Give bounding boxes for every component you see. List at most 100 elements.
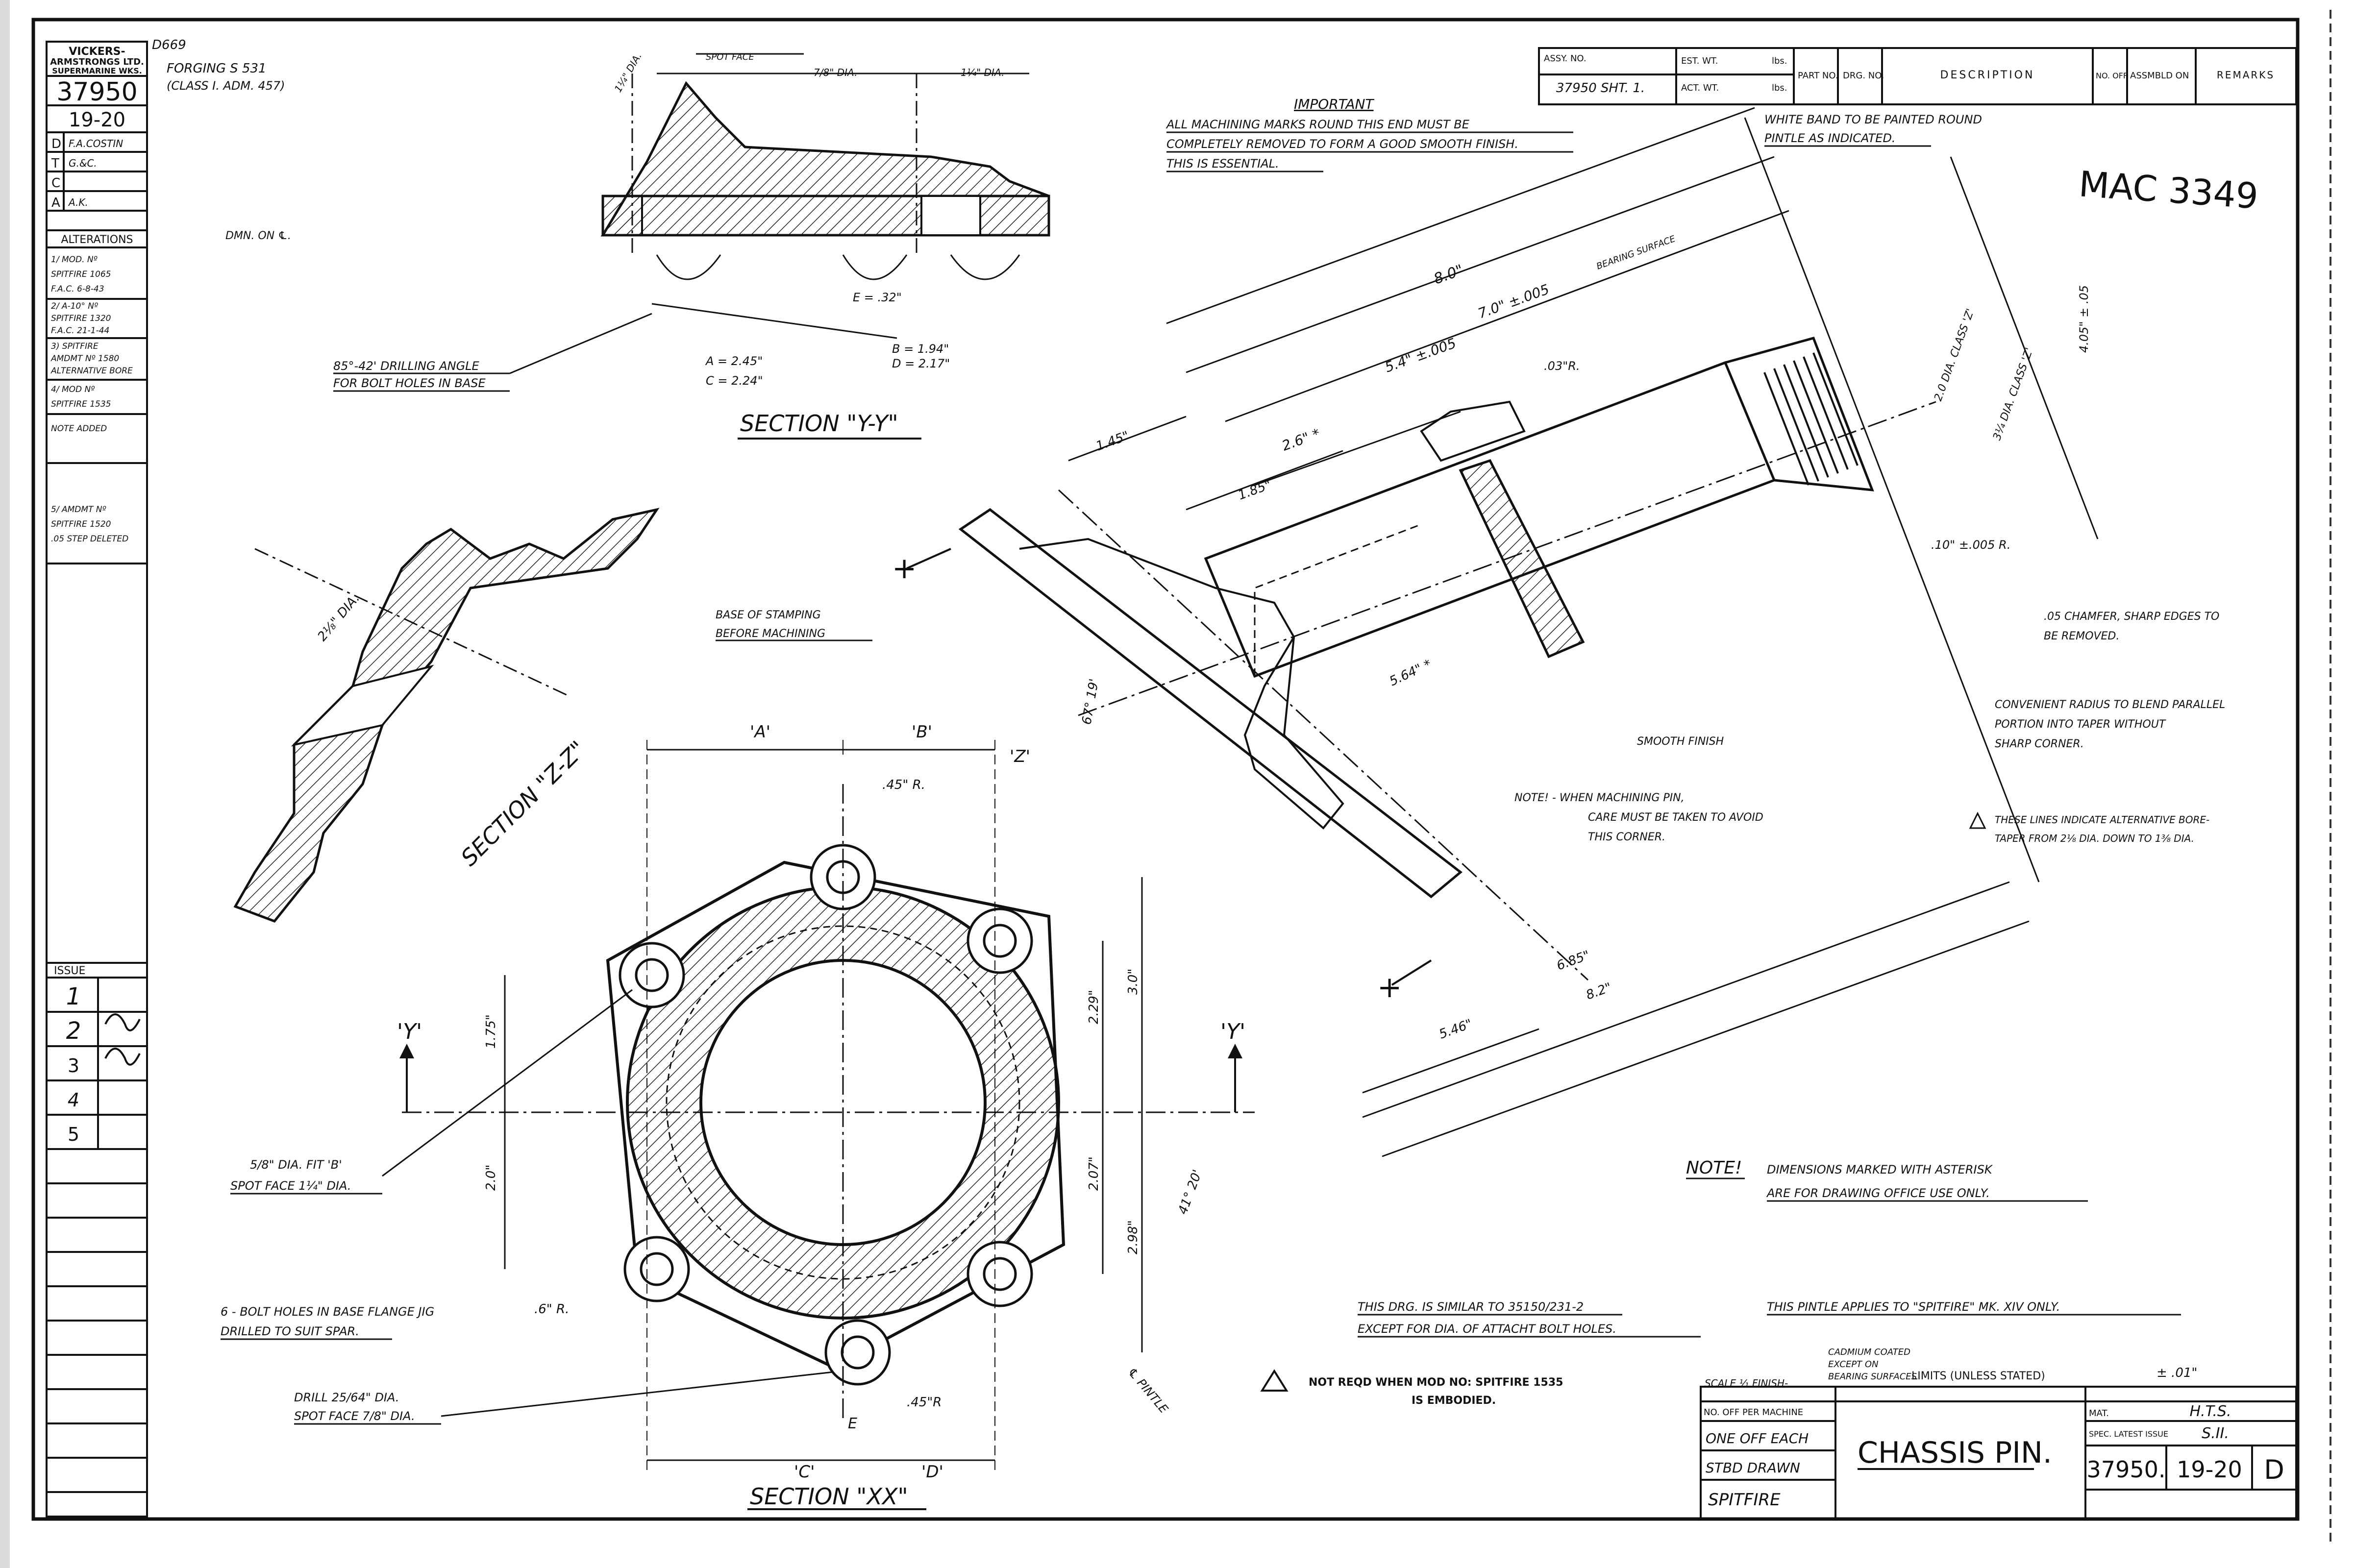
- est-wt-lbs: lbs.: [1772, 56, 1787, 66]
- alteration-2-line1: 2/ A-10° Nº: [51, 301, 98, 311]
- y-label-right: 'Y': [1220, 1019, 1245, 1044]
- dim-03r: .03"R.: [1544, 359, 1580, 373]
- signoff-name-a: A.K.: [68, 196, 88, 208]
- bolt-holes-line2: DRILLED TO SUIT SPAR.: [221, 1324, 359, 1338]
- dim-1-25-right: 1¹⁄₄" DIA.: [961, 67, 1004, 78]
- part-no-label: PART NO.: [1798, 71, 1838, 81]
- dim-2-98: 2.98": [1126, 1220, 1140, 1254]
- dim-5-64: 5.64" *: [1387, 657, 1434, 689]
- stbd-drawn: STBD DRAWN: [1706, 1460, 1800, 1476]
- left-strip: [46, 41, 148, 1518]
- issue-1: 1: [66, 983, 81, 1010]
- strip-sheet-ref: 19-20: [69, 109, 125, 131]
- white-band-line1: WHITE BAND TO BE PAINTED ROUND: [1764, 113, 1982, 126]
- dim-dia-20: 2.0 DIA. CLASS 'Z': [1932, 307, 1977, 403]
- spot-face-b-line1: 5/8" DIA. FIT 'B': [250, 1158, 342, 1172]
- drg-no-label: DRG. NO.: [1843, 71, 1884, 81]
- one-off-each: ONE OFF EACH: [1706, 1430, 1809, 1446]
- drawing-ref: D669: [152, 38, 186, 52]
- dim-41-20: 41° 20': [1175, 1168, 1205, 1216]
- e-value: E = .32": [853, 291, 902, 304]
- alteration-5-line3: .05 STEP DELETED: [51, 534, 128, 544]
- d-value: D = 2.17": [892, 357, 950, 370]
- limits-value: ± .01": [2157, 1366, 2197, 1380]
- dim-6r: .6" R.: [534, 1302, 569, 1317]
- asterisk-note-line2: ARE FOR DRAWING OFFICE USE ONLY.: [1766, 1186, 1990, 1200]
- handwritten-ref: MAC 3349: [2078, 163, 2259, 217]
- assmbld-on-label: ASSMBLD ON: [2130, 71, 2189, 81]
- dim-2-6: 2.6" *: [1280, 425, 1322, 454]
- act-wt-label: ACT. WT.: [1681, 83, 1719, 93]
- radius-line2: PORTION INTO TAPER WITHOUT: [1995, 718, 2166, 731]
- finish-value-line1: CADMIUM COATED: [1828, 1347, 1910, 1357]
- act-wt-lbs: lbs.: [1772, 83, 1787, 93]
- radius-line3: SHARP CORNER.: [1995, 738, 2084, 750]
- signoff-name-t: G.&C.: [69, 157, 97, 169]
- dim-2-0: 2.0": [484, 1165, 498, 1191]
- white-band-line2: PINTLE AS INDICATED.: [1764, 131, 1896, 145]
- signoff-code-a: A: [51, 196, 60, 210]
- no-off-per-machine: NO. OFF PER MACHINE: [1704, 1407, 1803, 1418]
- similar-line1: THIS DRG. IS SIMILAR TO 35150/231-2: [1358, 1300, 1584, 1314]
- not-reqd-line1: NOT REQD WHEN MOD NO: SPITFIRE 1535: [1309, 1376, 1563, 1389]
- dmn-note: DMN. ON ℄.: [225, 230, 291, 242]
- machining-line3: THIS CORNER.: [1588, 831, 1665, 843]
- alteration-1-line1: 1/ MOD. Nº: [51, 255, 98, 265]
- section-zz-body: [233, 508, 660, 923]
- dim-45r-top: .45" R.: [882, 778, 925, 792]
- b-value: B = 1.94": [892, 342, 949, 356]
- dim-8-0: 8.0": [1432, 262, 1466, 288]
- drawing-number: 37950.: [2087, 1456, 2166, 1483]
- spot-face-b-line2: SPOT FACE 1¹⁄₄" DIA.: [230, 1179, 351, 1193]
- y-label-left: 'Y': [397, 1019, 422, 1044]
- dim-2-07: 2.07": [1087, 1156, 1101, 1191]
- pintle-centreline: ℄ PINTLE: [1125, 1365, 1171, 1416]
- dim-45r-bot: .45"R: [907, 1395, 942, 1410]
- finish-value-line2: EXCEPT ON: [1828, 1359, 1879, 1370]
- section-zz-drawing: [233, 508, 660, 923]
- pintle-drawing: + +: [892, 107, 2099, 1157]
- company-line3: SUPERMARINE WKS.: [52, 66, 142, 75]
- dim-6-85: 6.85": [1555, 948, 1592, 973]
- dim-5-4: 5.4" ±.005: [1383, 335, 1458, 376]
- issue-title: ISSUE: [54, 965, 85, 977]
- dim-2-18-dia: 2¹⁄₈" DIA.: [315, 591, 363, 644]
- a-value: A = 2.45": [705, 354, 763, 368]
- important-title: IMPORTANT: [1294, 96, 1374, 112]
- important-line2: COMPLETELY REMOVED TO FORM A GOOD SMOOTH…: [1166, 137, 1518, 151]
- alteration-2-line3: F.A.C. 21-1-44: [51, 326, 109, 336]
- dim-8-2: 8.2": [1584, 980, 1613, 1003]
- dim-7-8-dia: 7/8" DIA.: [814, 67, 857, 78]
- mat-value: H.T.S.: [2190, 1403, 2231, 1420]
- spec-value: S.II.: [2202, 1425, 2229, 1442]
- e-label: E: [848, 1415, 857, 1432]
- strip-number: 37950: [56, 77, 137, 107]
- c-label: 'C': [794, 1462, 815, 1482]
- alteration-3-line1: 3) SPITFIRE: [51, 342, 99, 351]
- c-value: C = 2.24": [706, 374, 763, 388]
- signoff-name-d: F.A.COSTIN: [69, 138, 123, 149]
- similar-line2: EXCEPT FOR DIA. OF ATTACHT BOLT HOLES.: [1358, 1322, 1616, 1336]
- company-line1: VICKERS-: [69, 46, 125, 58]
- alterations-title: ALTERATIONS: [61, 234, 133, 246]
- scan-edge-left: [0, 0, 10, 1568]
- alt-bore-line2: TAPER FROM 2¹⁄₈ DIA. DOWN TO 1³⁄₈ DIA.: [1995, 833, 2194, 844]
- remarks-label: REMARKS: [2217, 69, 2275, 81]
- not-reqd-triangle-icon: [1260, 1369, 1289, 1392]
- section-yy-label: SECTION "Y-Y": [740, 410, 898, 437]
- chamfer-line2: BE REMOVED.: [2044, 630, 2119, 642]
- pintle-thread: [1763, 352, 1859, 486]
- drilling-angle-line2: FOR BOLT HOLES IN BASE: [333, 376, 486, 390]
- alteration-5-line1: 5/ AMDMT Nº: [51, 505, 106, 514]
- alteration-4-line3: NOTE ADDED: [51, 424, 107, 434]
- section-yy-drawing: [600, 53, 1050, 339]
- forging-class: (CLASS I. ADM. 457): [167, 79, 285, 93]
- spec-label: SPEC. LATEST ISSUE: [2089, 1429, 2168, 1439]
- issue-2-initials: [104, 1013, 141, 1031]
- alteration-4-line1: 4/ MOD Nº: [51, 385, 95, 394]
- asterisk-note-line1: DIMENSIONS MARKED WITH ASTERISK: [1767, 1163, 1993, 1176]
- drill-line1: DRILL 25/64" DIA.: [294, 1391, 399, 1404]
- sheet-border: [31, 18, 2300, 1521]
- dim-1-25-left: 1¹⁄₄" DIA.: [612, 50, 644, 94]
- scale-label: SCALE ¹⁄₁: [1705, 1377, 1749, 1389]
